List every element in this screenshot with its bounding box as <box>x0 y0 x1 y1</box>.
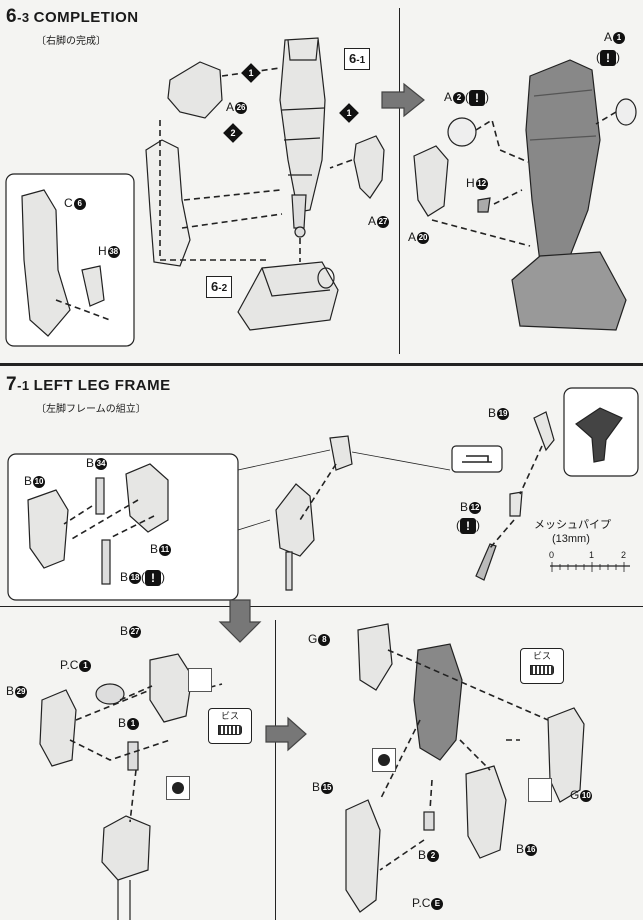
flow-arrow-right-1 <box>381 82 425 118</box>
screwdriver-icon-b <box>528 778 552 802</box>
flow-arrow-right-2 <box>265 716 307 752</box>
step-1-marker-b: 1 <box>339 103 359 123</box>
horizontal-divider-2 <box>0 606 643 607</box>
inset-b12-detail <box>451 445 503 473</box>
armor-a27-drawing <box>353 135 385 199</box>
warn-b12: (!) <box>456 518 480 534</box>
attach-point-icon-b <box>372 748 396 772</box>
right-leg-drawing <box>279 37 326 238</box>
screw-icon <box>218 725 242 735</box>
warn-a1: (!) <box>596 50 620 66</box>
leg-frame-drawing <box>275 483 315 557</box>
attach-point-icon-a <box>166 776 190 800</box>
warning-icon: ! <box>460 518 476 534</box>
mesh-pipe-label: メッシュパイプ <box>534 518 611 531</box>
horizontal-divider-1 <box>0 363 643 366</box>
part-a1-drawing <box>615 98 637 126</box>
step-2-marker: 2 <box>223 123 243 143</box>
step-1-marker-a: 1 <box>241 63 261 83</box>
foot-drawing <box>237 261 339 331</box>
warning-icon: ! <box>145 570 162 586</box>
vertical-divider-top <box>399 8 400 354</box>
inset-box-b10-b34 <box>7 453 239 601</box>
screw-box-left: ビス <box>208 708 252 744</box>
section-6-3-subtitle: 〔右脚の完成〕 <box>36 36 106 47</box>
step-ref-6-1: 6-1 <box>344 48 371 70</box>
screwdriver-icon-a <box>188 668 212 692</box>
step-ref-6-2: 6-2 <box>206 276 233 298</box>
warning-icon: ! <box>600 50 616 66</box>
part-a20-drawing <box>413 145 449 217</box>
section-7-1-subtitle: 〔左脚フレームの組立〕 <box>36 404 146 415</box>
warning-icon: ! <box>469 90 486 106</box>
scale-label-1: 1 <box>589 550 595 560</box>
scale-label-0: 0 <box>549 550 555 560</box>
vertical-divider-bottom <box>275 620 276 920</box>
part-a2-drawing <box>447 117 477 147</box>
scale-label-2: 2 <box>621 550 627 560</box>
shin-armor-drawing <box>145 139 191 267</box>
mesh-pipe-length: (13mm) <box>552 533 590 545</box>
completed-leg-drawing <box>511 59 627 331</box>
armor-a26-drawing <box>167 61 223 119</box>
screw-box-right: ビス <box>520 648 564 684</box>
scale-ticks <box>551 562 625 572</box>
flow-arrow-down <box>218 599 262 643</box>
screw-icon <box>530 665 554 675</box>
